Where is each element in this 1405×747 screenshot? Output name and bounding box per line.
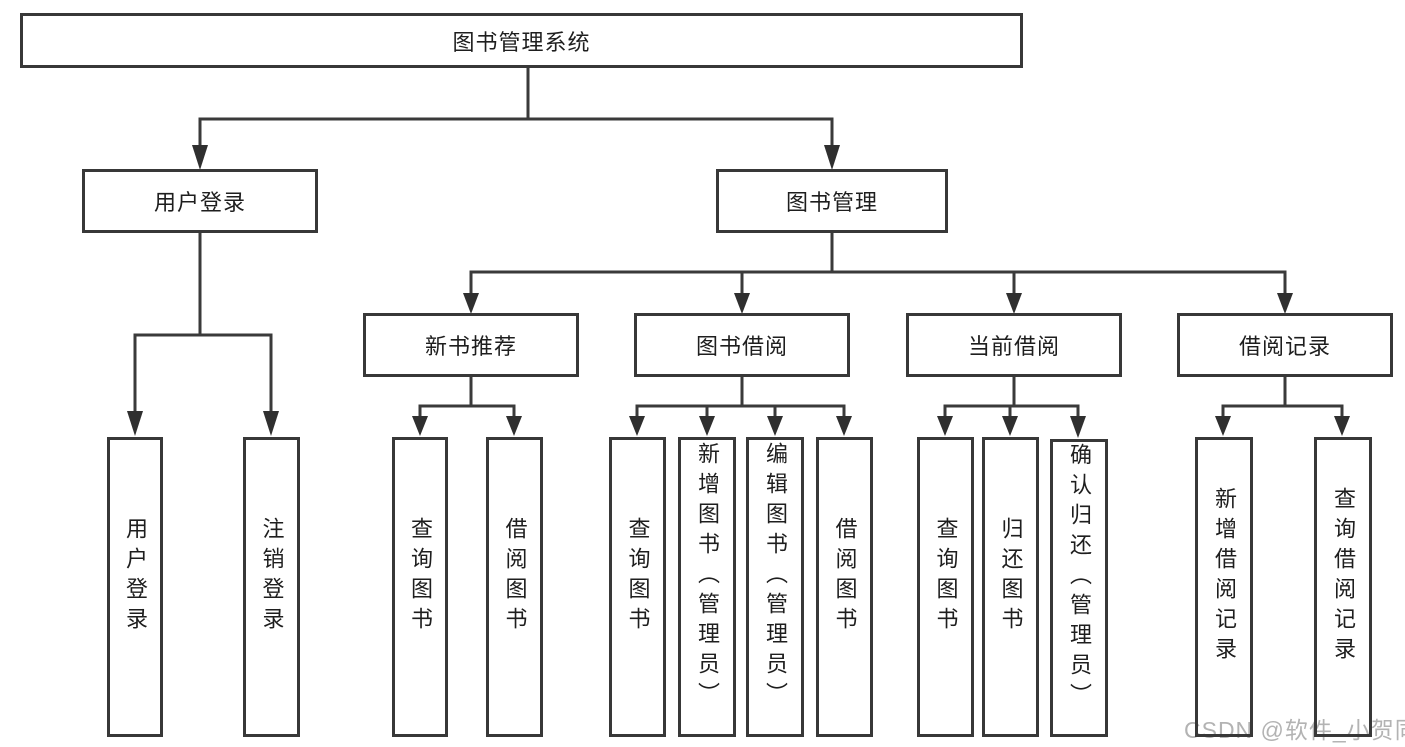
leaf-label: 新增借阅记录: [1212, 487, 1237, 667]
leaf-label: 查询图书: [408, 517, 433, 637]
leaf-query-books-current: 查询图书: [917, 437, 974, 737]
leaf-confirm-return-admin: 确认归还（管理员）: [1050, 439, 1108, 737]
leaf-label: 新增图书（管理员）: [695, 442, 720, 712]
connector-root-to-level2: [192, 68, 840, 170]
leaf-user-login: 用户登录: [107, 437, 163, 737]
leaf-query-borrow-record: 查询借阅记录: [1314, 437, 1372, 737]
connector-currentborrow-leaves: [937, 376, 1086, 438]
connector-borrowrecords-leaves: [1215, 376, 1350, 436]
leaf-label: 注销登录: [259, 517, 285, 637]
node-current-borrowing: 当前借阅: [906, 313, 1122, 377]
node-label: 图书借阅: [695, 334, 788, 359]
leaf-label: 用户登录: [123, 517, 148, 637]
connector-bookborrow-leaves: [629, 376, 852, 436]
watermark: CSDN @软件_小贺同学: [1184, 717, 1405, 743]
leaf-label: 查询借阅记录: [1331, 487, 1356, 667]
node-label: 借阅记录: [1238, 334, 1331, 359]
connector-newbook-leaves: [412, 376, 522, 436]
leaf-label: 查询图书: [933, 517, 959, 637]
node-new-book-recommendation: 新书推荐: [363, 313, 579, 377]
leaf-query-books-recommend: 查询图书: [392, 437, 448, 737]
connector-bookmgmt-to-level3: [463, 232, 1293, 314]
leaf-label: 借阅图书: [832, 517, 858, 637]
leaf-label: 借阅图书: [502, 517, 528, 637]
node-label: 当前借阅: [967, 334, 1060, 359]
leaf-return-books: 归还图书: [982, 437, 1039, 737]
node-label: 图书管理: [785, 190, 878, 215]
leaf-logout: 注销登录: [243, 437, 300, 737]
node-label: 用户登录: [153, 190, 246, 215]
leaf-label: 归还图书: [998, 517, 1024, 637]
node-user-login: 用户登录: [82, 169, 318, 233]
node-book-management: 图书管理: [716, 169, 948, 233]
leaf-query-books-borrow: 查询图书: [609, 437, 666, 737]
node-label: 新书推荐: [424, 334, 517, 359]
leaf-borrow-books: 借阅图书: [816, 437, 873, 737]
leaf-borrow-books-recommend: 借阅图书: [486, 437, 543, 737]
leaf-add-books-admin: 新增图书（管理员）: [678, 437, 736, 737]
leaf-add-borrow-record: 新增借阅记录: [1195, 437, 1253, 737]
connector-userlogin-leaves: [127, 232, 279, 436]
node-label: 图书管理系统: [452, 29, 591, 55]
leaf-label: 查询图书: [625, 517, 651, 637]
node-library-management-system: 图书管理系统: [20, 13, 1023, 68]
node-book-borrowing: 图书借阅: [634, 313, 850, 377]
leaf-edit-books-admin: 编辑图书（管理员）: [746, 437, 804, 737]
leaf-label: 编辑图书（管理员）: [763, 442, 788, 712]
node-borrowing-records: 借阅记录: [1177, 313, 1393, 377]
leaf-label: 确认归还（管理员）: [1067, 443, 1092, 713]
